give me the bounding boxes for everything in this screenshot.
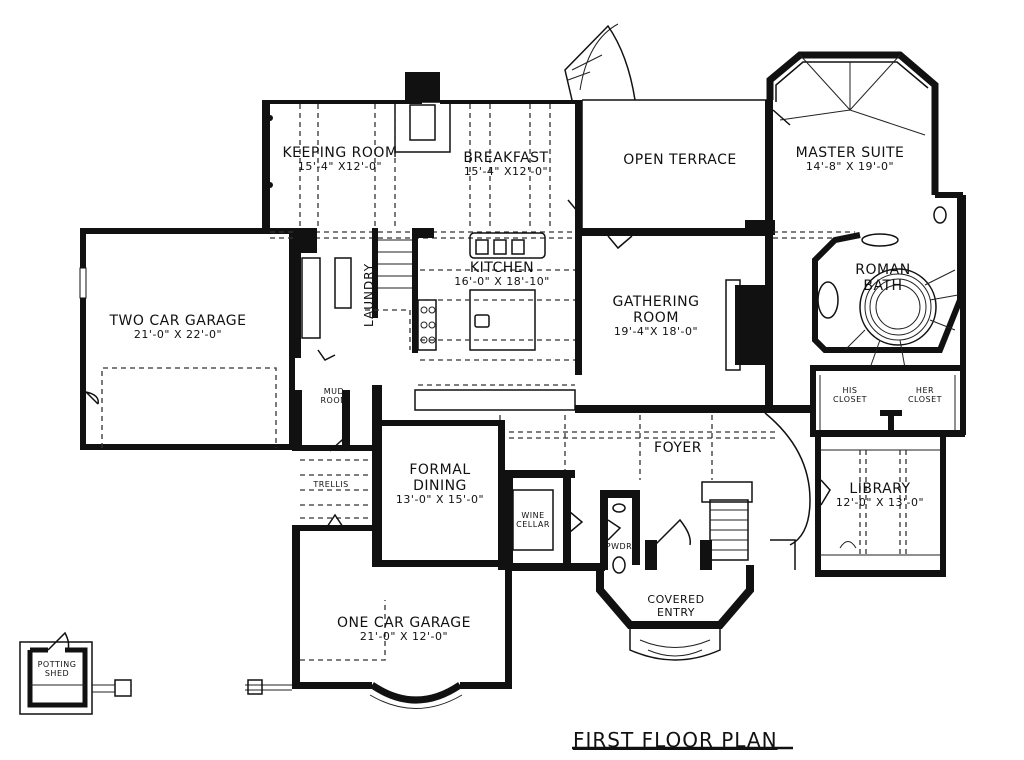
closet-walls <box>810 195 966 437</box>
one-car-garage-walls <box>245 530 512 709</box>
two-car-garage-walls <box>79 228 295 450</box>
room-label-two-car-garage: TWO CAR GARAGE 21'-0" X 22'-0" <box>109 313 247 342</box>
room-label-wine-cellar: WINE CELLAR <box>516 511 550 530</box>
open-terrace-outline <box>564 23 770 250</box>
gathering-room-walls <box>575 100 815 413</box>
library-walls <box>815 437 946 577</box>
room-label-his-closet: HIS CLOSET <box>832 386 868 405</box>
room-label-laundry: LAUNDRY <box>362 262 377 327</box>
room-label-keeping-room: KEEPING ROOM 15'-4" X12'-0" <box>282 145 398 174</box>
room-label-kitchen: KITCHEN 16'-0" X 18'-10" <box>454 260 550 289</box>
formal-dining-walls <box>372 384 576 570</box>
keeping-breakfast-walls <box>262 72 582 239</box>
powder-wine-walls <box>505 470 640 574</box>
room-label-pwdr: PWDR <box>605 542 633 551</box>
room-label-formal-dining: FORMAL DINING 13'-0" X 15'-0" <box>395 462 485 507</box>
potting-shed-walls <box>19 631 132 715</box>
room-label-potting-shed: POTTING SHED <box>37 660 77 679</box>
room-label-breakfast: BREAKFAST 15'-4" X12'-0" <box>463 150 549 179</box>
room-label-her-closet: HER CLOSET <box>907 386 943 405</box>
foyer-stair <box>499 412 811 570</box>
room-label-open-terrace: OPEN TERRACE <box>623 152 737 168</box>
room-label-gathering-room: GATHERING ROOM 19'-4"X 18'-0" <box>612 294 700 339</box>
laundry-stair-walls <box>295 228 437 358</box>
room-label-library: LIBRARY 12'-0" X 13'-0" <box>835 481 925 510</box>
room-label-roman-bath: ROMAN BATH <box>855 262 911 295</box>
room-label-covered-entry: COVERED ENTRY <box>647 593 705 619</box>
room-label-master-suite: MASTER SUITE 14'-8" X 19'-0" <box>795 145 905 174</box>
master-suite-walls <box>766 51 939 239</box>
mud-trellis-walls <box>292 349 372 531</box>
room-label-mud-room: MUD ROOM <box>320 387 348 406</box>
room-label-one-car-garage: ONE CAR GARAGE 21'-0" X 12'-0" <box>337 615 471 644</box>
plan-title: FIRST FLOOR PLAN <box>573 728 778 752</box>
covered-entry-walls <box>596 518 754 661</box>
room-label-trellis: TRELLIS <box>313 480 349 489</box>
room-label-foyer: FOYER <box>654 440 702 456</box>
kitchen-fixtures <box>420 230 582 375</box>
